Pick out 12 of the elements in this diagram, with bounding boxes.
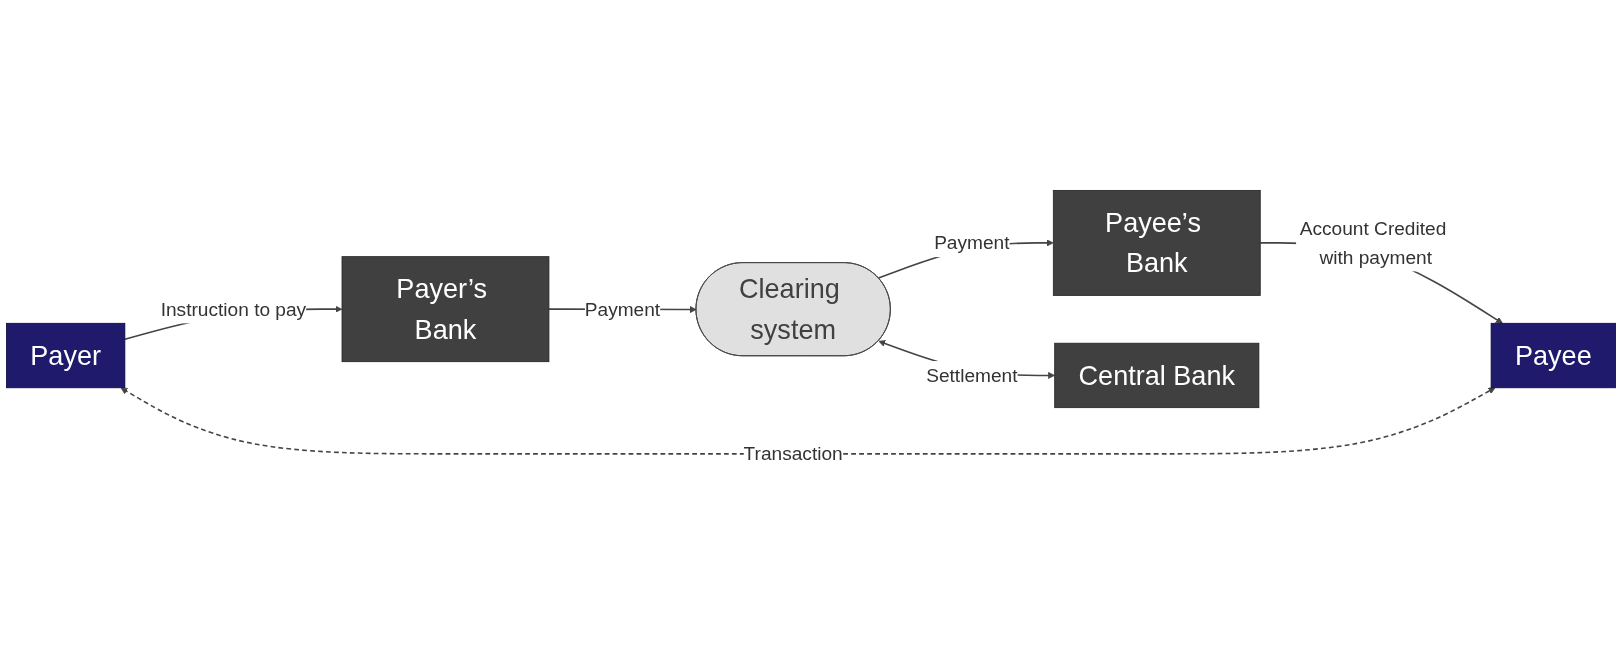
edge-label: Account Credited with payment <box>1299 217 1447 268</box>
edge-label: Settlement <box>926 364 1018 387</box>
arrow <box>120 387 1496 455</box>
edge-label: Instruction to pay <box>160 298 307 320</box>
node-box: Payee’s Bank <box>1052 190 1261 297</box>
node-box: Payer <box>6 323 126 389</box>
edge-label: Payment <box>584 298 661 320</box>
node-box: Central Bank <box>1054 343 1260 409</box>
node-box: Payer’s Bank <box>341 256 550 363</box>
edge-label: Payment <box>934 231 1010 254</box>
node-box: Payee <box>1490 323 1616 389</box>
edge-label: Transaction <box>743 442 843 465</box>
